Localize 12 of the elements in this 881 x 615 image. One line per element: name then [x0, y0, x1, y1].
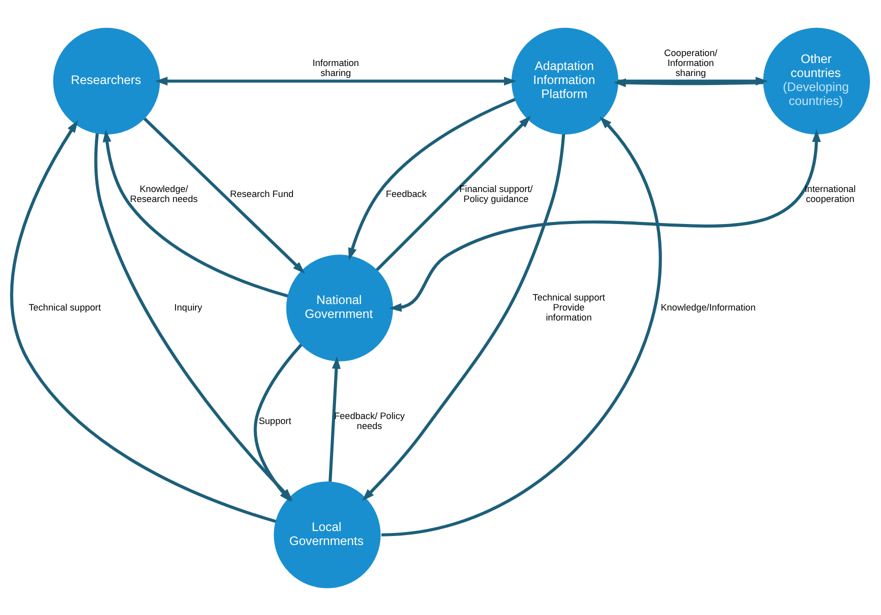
edge-label: Support — [258, 415, 292, 426]
edge-label: Technical support Provide information — [532, 292, 605, 322]
edge-label: Technical support — [28, 302, 101, 312]
edge-label: Information sharing — [312, 58, 359, 78]
edge-label: Inquiry — [174, 302, 202, 312]
edge-label: Financial support/ Policy guidance — [459, 183, 533, 204]
edge-label: Knowledge/ Research needs — [130, 183, 198, 204]
edge-label: International cooperation — [804, 183, 856, 204]
edge-label: Research Fund — [230, 188, 294, 198]
edge-label: Feedback — [386, 188, 427, 198]
edge-label: Cooperation/ Information sharing — [664, 48, 718, 78]
edge-label: Knowledge/Information — [660, 302, 756, 312]
